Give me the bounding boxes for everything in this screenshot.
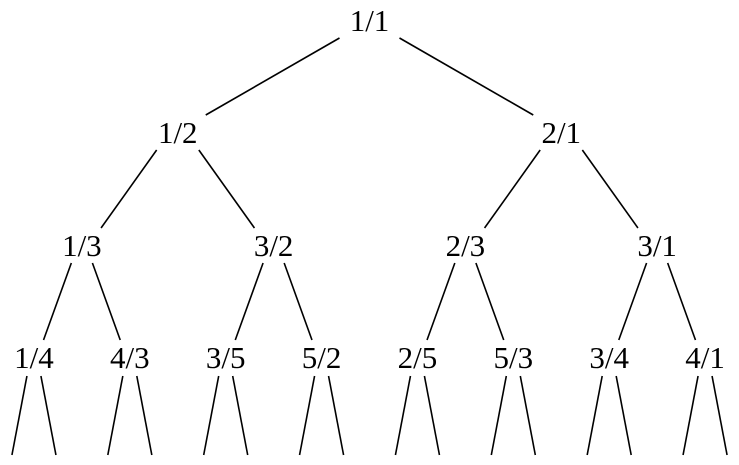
edge-2-1-to-2-3 <box>483 149 541 229</box>
node-label: 4/3 <box>110 340 150 375</box>
node-label: 1/3 <box>62 228 102 263</box>
edge-stub-left-3-4 <box>586 375 603 456</box>
edge-stub-right-4-3 <box>136 375 153 456</box>
edge-2-1-to-3-1 <box>581 149 639 229</box>
edge-1-1-to-2-1 <box>399 37 534 116</box>
node-label: 5/3 <box>494 340 534 375</box>
edge-stub-right-2-5 <box>423 375 441 456</box>
edge-3-1-to-4-1 <box>666 262 697 341</box>
edge-stub-left-3-5 <box>202 375 220 456</box>
edge-2-3-to-5-3 <box>475 262 505 341</box>
node-label: 2/1 <box>541 115 581 150</box>
edge-stub-right-3-5 <box>231 375 249 456</box>
edge-1-3-to-1-4 <box>42 262 73 341</box>
edge-stub-left-1-4 <box>11 375 28 456</box>
node-label: 1/2 <box>158 115 198 150</box>
edge-1-2-to-1-3 <box>100 149 158 229</box>
node-label: 3/1 <box>637 228 677 263</box>
edge-2-3-to-2-5 <box>426 262 456 341</box>
edge-1-3-to-4-3 <box>91 262 121 341</box>
edge-stub-left-4-1 <box>682 375 699 456</box>
edge-stub-left-5-3 <box>490 375 508 456</box>
node-label: 1/4 <box>14 340 54 375</box>
edge-stub-left-2-5 <box>394 375 412 456</box>
edge-stub-right-5-2 <box>327 375 345 456</box>
edge-1-2-to-3-2 <box>198 149 256 229</box>
edge-3-2-to-3-5 <box>234 262 264 341</box>
node-label: 2/5 <box>398 340 438 375</box>
edge-3-1-to-3-4 <box>618 262 648 341</box>
edge-stub-right-1-4 <box>40 375 57 456</box>
edge-stub-left-5-2 <box>298 375 316 456</box>
node-label: 5/2 <box>302 340 342 375</box>
node-label: 3/2 <box>254 228 294 263</box>
node-label: 4/1 <box>685 340 725 375</box>
node-label: 2/3 <box>446 228 486 263</box>
node-label: 3/5 <box>206 340 246 375</box>
edge-3-2-to-5-2 <box>283 262 313 341</box>
edge-stub-right-4-1 <box>711 375 728 456</box>
edge-stub-left-4-3 <box>107 375 124 456</box>
node-label: 1/1 <box>350 3 390 38</box>
edge-stub-right-5-3 <box>519 375 537 456</box>
node-label: 3/4 <box>589 340 629 375</box>
edge-1-1-to-1-2 <box>205 37 340 116</box>
edge-stub-right-3-4 <box>615 375 632 456</box>
